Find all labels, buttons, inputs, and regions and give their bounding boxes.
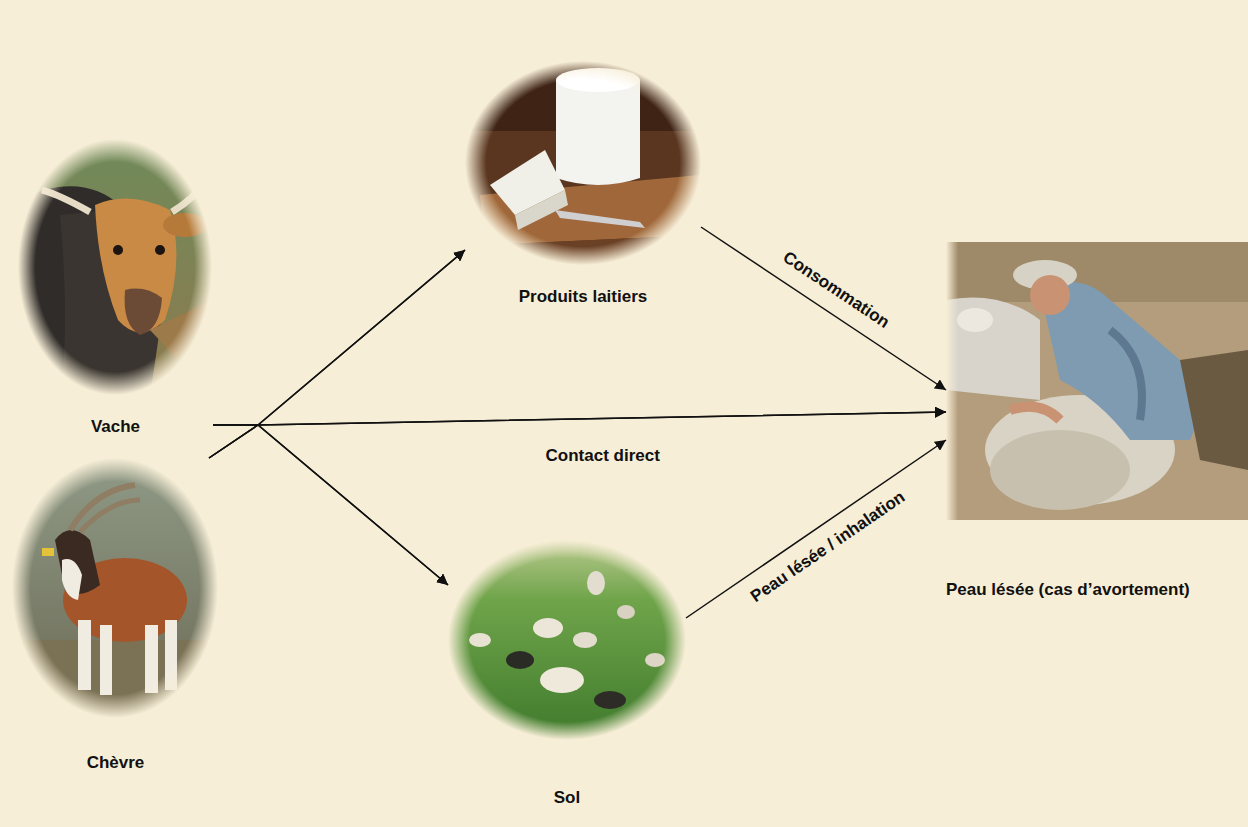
arrow-connector bbox=[209, 425, 448, 585]
picture-area bbox=[465, 62, 701, 287]
arrow-connector bbox=[701, 227, 946, 390]
arrow-connector bbox=[686, 440, 946, 618]
picture-area bbox=[12, 458, 219, 753]
shepherd-photo bbox=[946, 242, 1248, 520]
node-label: Vache bbox=[18, 417, 213, 437]
arrow-connector bbox=[213, 425, 448, 585]
node-label: Sol bbox=[448, 788, 686, 808]
cheese-photo bbox=[465, 61, 701, 265]
edge-label: Contact direct bbox=[546, 446, 660, 466]
arrow-connector bbox=[213, 250, 465, 425]
cow-photo bbox=[18, 139, 212, 395]
edge-label: Peau lésée / inhalation bbox=[748, 487, 910, 607]
goat-photo bbox=[12, 458, 218, 718]
node-label: Chèvre bbox=[12, 753, 219, 773]
photo-node: Peau lésée (cas d’avortement) bbox=[946, 242, 1248, 600]
photo-node: Produits laitiers bbox=[465, 62, 701, 307]
photo-node: Vache bbox=[18, 140, 213, 437]
node-label: Produits laitiers bbox=[465, 287, 701, 307]
photo-node: Sol bbox=[448, 540, 686, 808]
picture-area bbox=[448, 540, 686, 788]
node-label: Peau lésée (cas d’avortement) bbox=[946, 580, 1248, 600]
photo-node: Chèvre bbox=[12, 458, 219, 773]
arrow-connector bbox=[209, 250, 465, 458]
picture-area bbox=[18, 140, 213, 417]
picture-area bbox=[946, 242, 1248, 580]
pasture-photo bbox=[448, 540, 686, 740]
edge-label: Consommation bbox=[779, 248, 893, 333]
